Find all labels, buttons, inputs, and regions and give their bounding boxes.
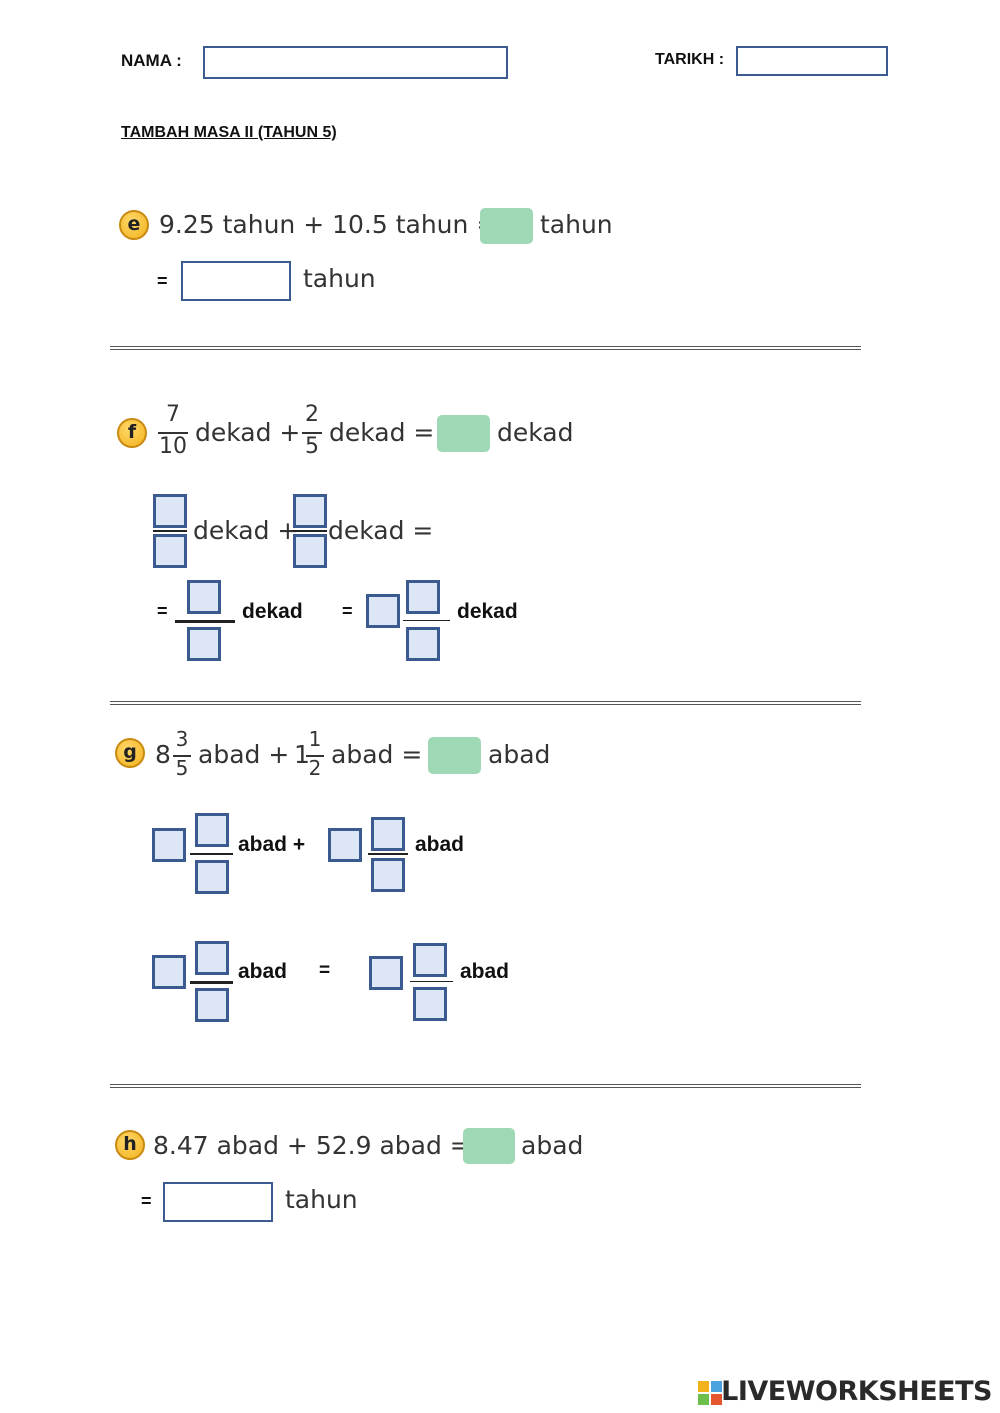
question-g-whole1: 8 — [155, 740, 171, 769]
question-g-row3-whole1-input[interactable] — [152, 955, 186, 989]
question-f-row3-mixed-num-input[interactable] — [406, 580, 440, 614]
question-f-row2-frac1-bar — [153, 530, 187, 532]
question-g-row2-bar2 — [368, 853, 408, 855]
question-e-green-box — [480, 208, 533, 244]
question-g-row3-bar2 — [410, 981, 453, 982]
question-g-frac2-bar — [306, 755, 324, 757]
question-f-green-box — [437, 415, 490, 452]
question-f-row3-mixed-bar — [403, 620, 450, 621]
question-g-row3-num1-input[interactable] — [195, 941, 229, 975]
question-f-frac1-num: 7 — [166, 402, 180, 427]
question-f-row3-mixed-den-input[interactable] — [406, 627, 440, 661]
question-f-row2-unit1: dekad + — [193, 516, 299, 545]
worksheet-title: TAMBAH MASA II (TAHUN 5) — [121, 124, 337, 141]
question-g-frac2-den: 2 — [308, 756, 322, 780]
question-g-row2-whole2-input[interactable] — [328, 828, 362, 862]
question-g-row3-unit1: abad — [238, 960, 288, 983]
question-f-row3-whole-input[interactable] — [366, 594, 400, 628]
question-f-frac2-bar — [302, 432, 322, 434]
question-f-row3-equals2: = — [342, 601, 353, 621]
question-h-badge: h — [115, 1130, 145, 1160]
question-f-unit: dekad — [497, 418, 574, 447]
question-g-row2-num2-input[interactable] — [371, 817, 405, 851]
question-f-row3-den-input[interactable] — [187, 627, 221, 661]
question-h-answer-unit: tahun — [285, 1185, 358, 1214]
date-input[interactable] — [736, 46, 888, 76]
question-f-frac2-den: 5 — [305, 434, 319, 459]
question-f-row2-frac2-den-input[interactable] — [293, 534, 327, 568]
question-g-row3-equals: = — [319, 960, 331, 981]
question-g-row3-bar1 — [190, 981, 233, 984]
question-e-badge: e — [119, 210, 149, 240]
question-g-row2-den2-input[interactable] — [371, 858, 405, 892]
question-h-equals: = — [141, 1191, 152, 1211]
question-h-green-box — [463, 1128, 515, 1164]
question-g-frac1-bar — [173, 755, 191, 757]
name-label: NAMA : — [121, 51, 182, 70]
question-f-unit2: dekad = — [329, 418, 435, 447]
question-f-badge: f — [117, 418, 147, 448]
date-label: TARIKH : — [655, 51, 725, 68]
question-f-frac1-den: 10 — [159, 434, 187, 459]
question-f-row2-frac1-den-input[interactable] — [153, 534, 187, 568]
question-f-unit1: dekad + — [195, 418, 301, 447]
question-h-expression: 8.47 abad + 52.9 abad = — [153, 1131, 471, 1160]
question-g-mid2: abad = — [331, 740, 423, 769]
liveworksheets-brand: LIVEWORKSHEETS — [721, 1376, 992, 1407]
question-f-frac2-num: 2 — [305, 402, 319, 427]
question-g-green-box — [428, 737, 481, 774]
question-f-row3-num-input[interactable] — [187, 580, 221, 614]
question-g-row2-unit2: abad — [415, 833, 465, 856]
question-g-row3-den1-input[interactable] — [195, 988, 229, 1022]
question-g-frac1-num: 3 — [175, 727, 189, 751]
question-e-unit: tahun — [540, 210, 613, 239]
question-g-row2-den1-input[interactable] — [195, 860, 229, 894]
question-g-badge: g — [115, 738, 145, 768]
name-input[interactable] — [203, 46, 508, 79]
question-f-row2-unit2: dekad = — [328, 516, 434, 545]
question-g-row2-unit1: abad + — [238, 833, 306, 856]
question-e-answer-unit: tahun — [303, 264, 376, 293]
question-e-equals: = — [157, 271, 168, 291]
question-f-row3-unit2: dekad — [457, 600, 518, 623]
question-g-row3-unit2: abad — [460, 960, 510, 983]
separator-2 — [110, 701, 861, 705]
question-f-frac1-bar — [158, 432, 188, 434]
question-g-row3-den2-input[interactable] — [413, 987, 447, 1021]
separator-3 — [110, 1084, 861, 1088]
question-g-mid1: abad + — [198, 740, 290, 769]
question-g-row2-whole1-input[interactable] — [152, 828, 186, 862]
question-g-row2-num1-input[interactable] — [195, 813, 229, 847]
question-g-whole2: 1 — [294, 740, 310, 769]
question-f-row2-frac2-bar — [293, 530, 327, 532]
question-g-row3-whole2-input[interactable] — [369, 956, 403, 990]
question-g-row2-bar1 — [190, 853, 233, 855]
question-h-unit: abad — [521, 1131, 584, 1160]
question-g-frac2-num: 1 — [308, 727, 322, 751]
question-f-row2-frac1-num-input[interactable] — [153, 494, 187, 528]
question-g-row3-num2-input[interactable] — [413, 943, 447, 977]
question-g-frac1-den: 5 — [175, 756, 189, 780]
question-f-row3-equals: = — [157, 601, 168, 621]
question-f-row2-frac2-num-input[interactable] — [293, 494, 327, 528]
question-f-row3-unit: dekad — [242, 600, 303, 623]
liveworksheets-logo-icon — [698, 1381, 722, 1405]
question-e-answer-input[interactable] — [181, 261, 291, 301]
question-h-answer-input[interactable] — [163, 1182, 273, 1222]
question-g-unit: abad — [488, 740, 551, 769]
separator-1 — [110, 346, 861, 350]
question-f-row3-bar — [175, 620, 235, 623]
question-e-expression: 9.25 tahun + 10.5 tahun = — [159, 210, 498, 239]
